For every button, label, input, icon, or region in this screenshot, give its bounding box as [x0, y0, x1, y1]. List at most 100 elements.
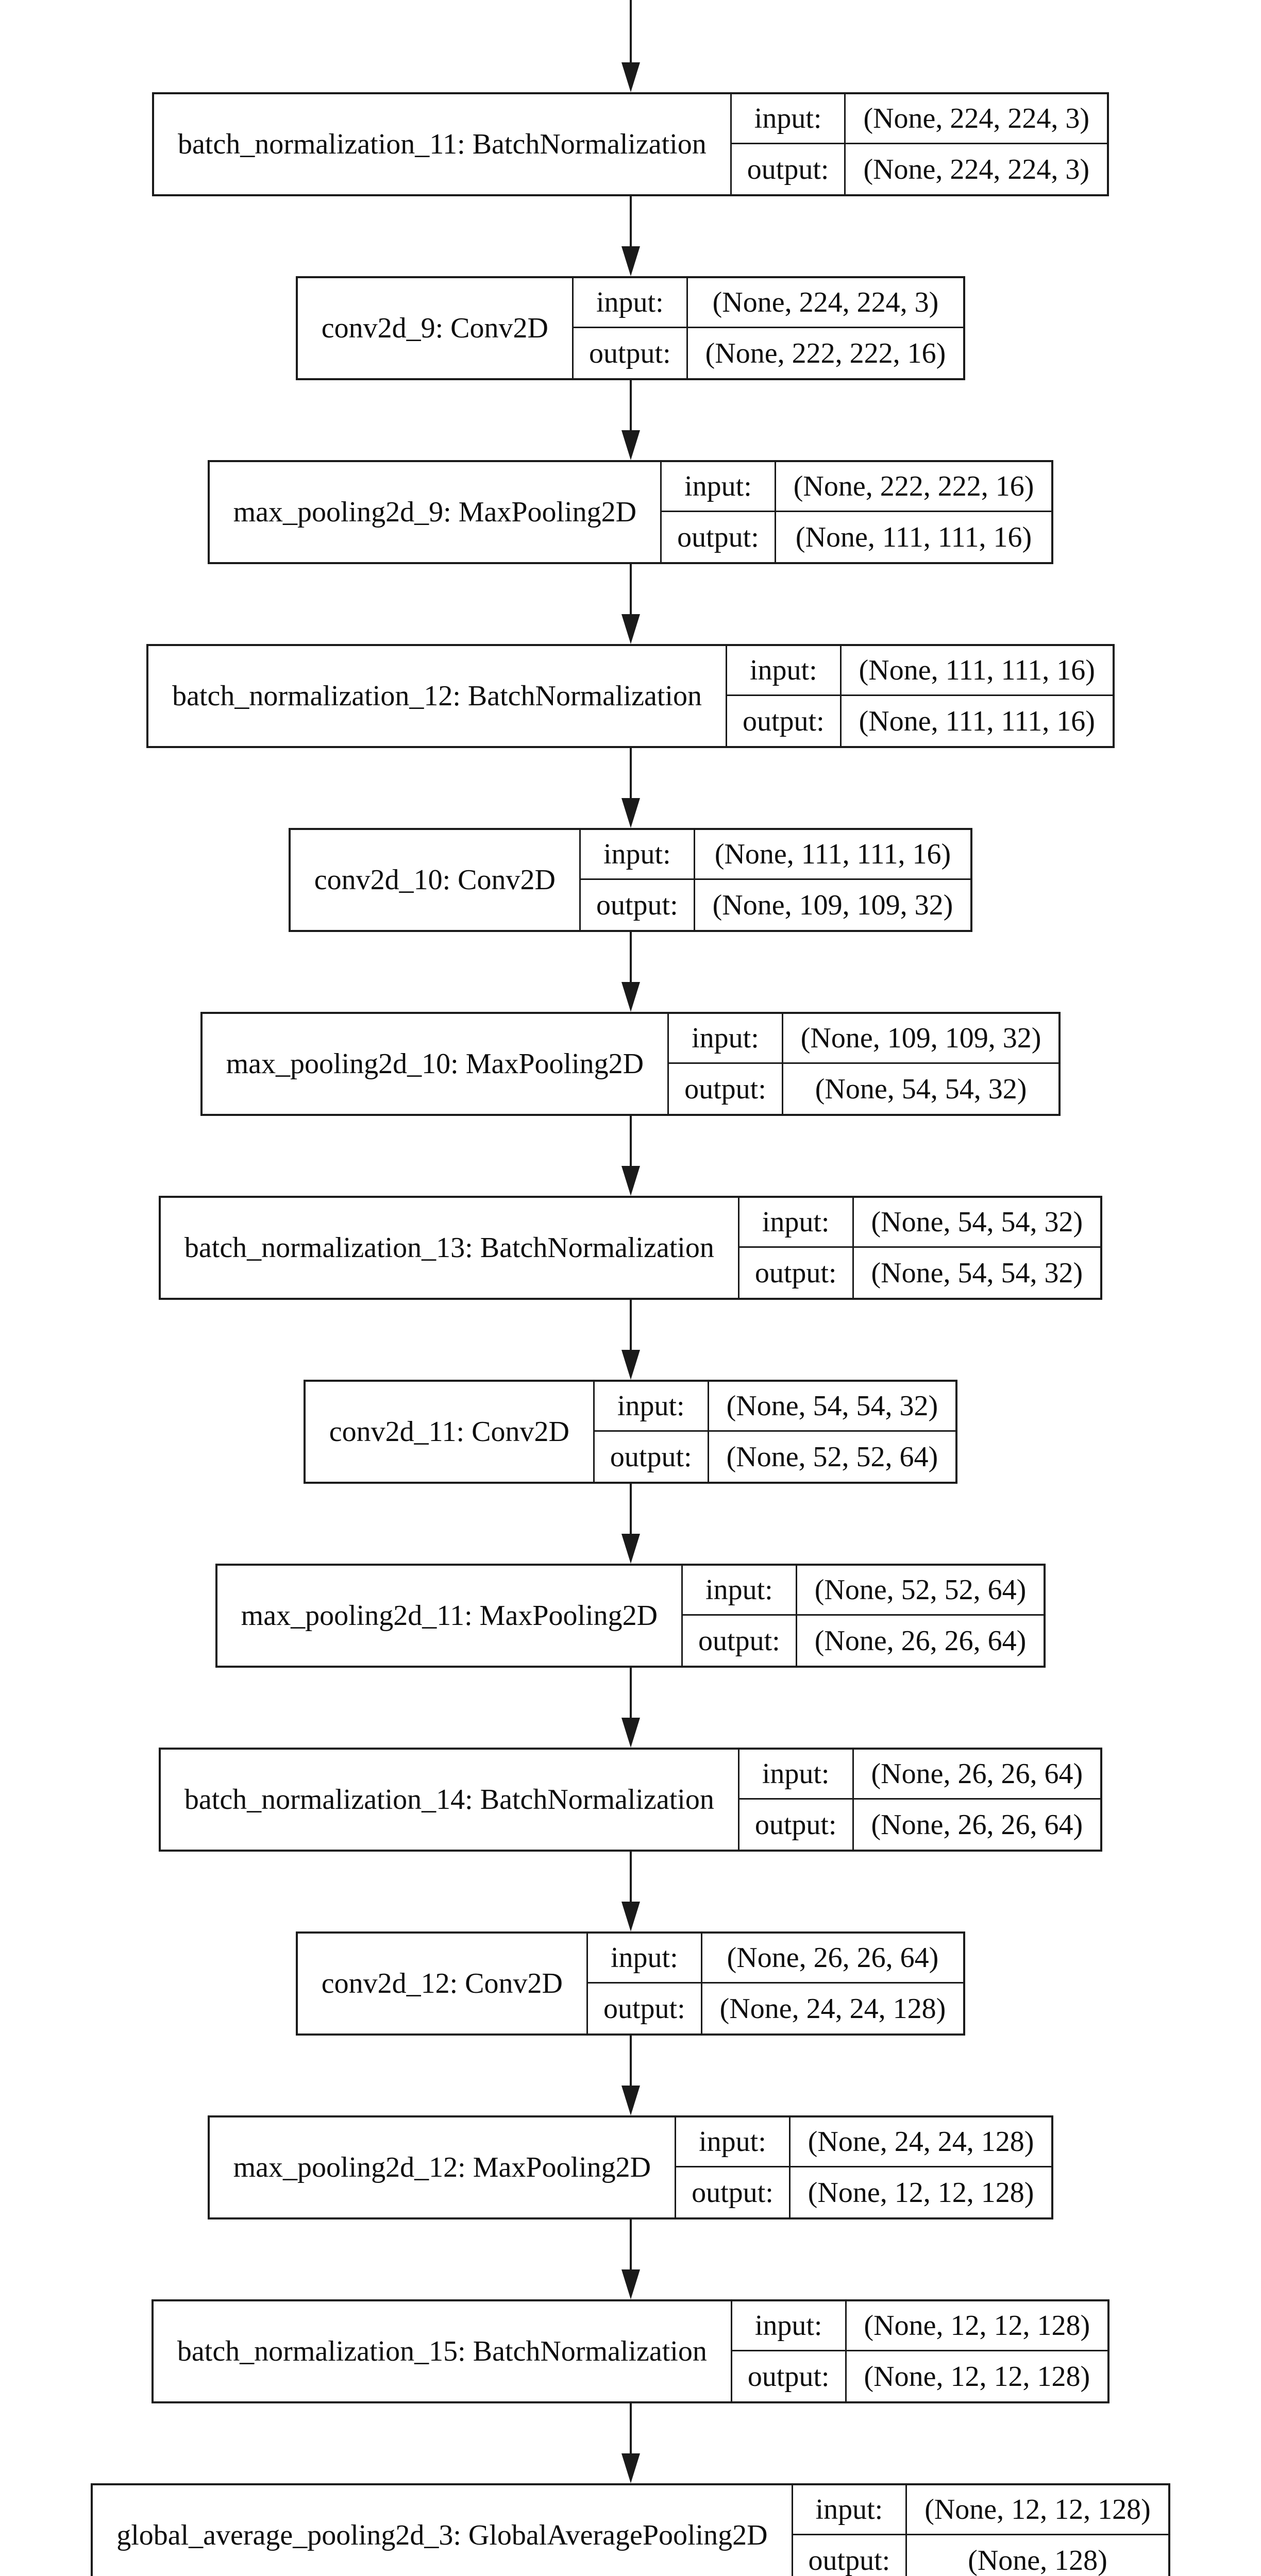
layer-box: global_average_pooling2d_3: GlobalAverag…	[91, 2483, 1170, 2576]
edge-line	[629, 1484, 632, 1534]
output-shape: (None, 26, 26, 64)	[814, 1624, 1027, 1657]
layer-name: batch_normalization_12: BatchNormalizati…	[148, 646, 727, 746]
output-shape: (None, 52, 52, 64)	[726, 1440, 938, 1473]
layer-name: global_average_pooling2d_3: GlobalAverag…	[93, 2485, 793, 2576]
layer-name: batch_normalization_15: BatchNormalizati…	[154, 2301, 732, 2401]
input-label: input:	[573, 278, 688, 328]
input-label: input:	[727, 646, 842, 696]
input-shape: (None, 54, 54, 32)	[709, 1382, 956, 1432]
layer-name: max_pooling2d_12: MaxPooling2D	[210, 2117, 677, 2217]
output-shape: (None, 222, 222, 16)	[705, 337, 946, 369]
input-shape: (None, 222, 222, 16)	[776, 462, 1052, 512]
arrowhead-down-icon	[621, 62, 640, 92]
output-shape: (None, 109, 109, 32)	[712, 889, 953, 921]
output-label: output:	[739, 1800, 854, 1850]
edge-connector	[621, 1668, 640, 1748]
input-shape: (None, 111, 111, 16)	[695, 830, 971, 880]
output-shape: (None, 111, 111, 16)	[795, 521, 1032, 553]
input-label: input:	[793, 2485, 907, 2535]
input-shape: (None, 26, 26, 64)	[702, 1934, 964, 1984]
arrowhead-down-icon	[621, 2269, 640, 2299]
layer-box: batch_normalization_15: BatchNormalizati…	[151, 2299, 1110, 2403]
input-label: input:	[739, 1198, 854, 1248]
input-shape: (None, 224, 224, 3)	[687, 278, 964, 328]
output-label: output:	[683, 1616, 797, 1666]
layer-name: conv2d_10: Conv2D	[291, 830, 581, 930]
edge-connector	[621, 2403, 640, 2483]
output-shape: (None, 12, 12, 128)	[864, 2360, 1090, 2393]
edge-line	[629, 2403, 632, 2453]
output-label: output:	[732, 2351, 847, 2401]
output-shape: (None, 224, 224, 3)	[863, 153, 1090, 185]
output-label: output:	[662, 512, 776, 562]
edge-connector	[621, 380, 640, 460]
arrowhead-down-icon	[621, 1718, 640, 1748]
input-shape: (None, 54, 54, 32)	[853, 1198, 1101, 1248]
edge-line	[629, 380, 632, 430]
input-label: input:	[662, 462, 776, 512]
input-shape: (None, 26, 26, 64)	[853, 1750, 1101, 1800]
edge-connector	[621, 196, 640, 276]
output-label: output:	[595, 1432, 709, 1482]
output-label: output:	[793, 2535, 907, 2576]
output-label: output:	[727, 696, 842, 746]
input-label: input:	[580, 830, 695, 880]
input-label: input:	[683, 1566, 797, 1616]
layer-box: batch_normalization_14: BatchNormalizati…	[158, 1748, 1103, 1852]
edge-connector	[621, 1484, 640, 1564]
input-label: input:	[732, 2301, 847, 2351]
input-shape: (None, 12, 12, 128)	[907, 2485, 1168, 2535]
input-label: input:	[731, 94, 846, 144]
edge-line	[629, 1668, 632, 1718]
edge-connector	[621, 0, 640, 92]
layer-name: max_pooling2d_11: MaxPooling2D	[217, 1566, 683, 1666]
edge-line	[629, 2036, 632, 2086]
output-label: output:	[581, 880, 695, 930]
edge-line	[629, 0, 632, 62]
edge-line	[629, 1116, 632, 1166]
edge-connector	[621, 932, 640, 1012]
layer-name: max_pooling2d_10: MaxPooling2D	[203, 1014, 669, 1114]
output-shape: (None, 54, 54, 32)	[871, 1257, 1083, 1289]
input-label: input:	[587, 1934, 702, 1984]
arrowhead-down-icon	[621, 1350, 640, 1380]
input-shape: (None, 224, 224, 3)	[846, 94, 1107, 144]
edge-line	[629, 748, 632, 798]
output-shape: (None, 111, 111, 16)	[859, 705, 1095, 737]
layer-name: max_pooling2d_9: MaxPooling2D	[210, 462, 662, 562]
arrowhead-down-icon	[621, 430, 640, 460]
output-label: output:	[739, 1248, 854, 1298]
arrowhead-down-icon	[621, 1902, 640, 1931]
input-shape: (None, 24, 24, 128)	[790, 2117, 1052, 2167]
arrowhead-down-icon	[621, 798, 640, 828]
edge-line	[629, 1852, 632, 1902]
edge-connector	[621, 1300, 640, 1380]
layer-box: batch_normalization_11: BatchNormalizati…	[152, 92, 1109, 196]
layer-name: batch_normalization_13: BatchNormalizati…	[161, 1198, 739, 1298]
input-shape: (None, 12, 12, 128)	[846, 2301, 1108, 2351]
arrowhead-down-icon	[621, 246, 640, 276]
input-label: input:	[594, 1382, 709, 1432]
layer-name: batch_normalization_11: BatchNormalizati…	[154, 94, 732, 194]
edge-line	[629, 564, 632, 614]
input-label: input:	[669, 1014, 783, 1064]
arrowhead-down-icon	[621, 1534, 640, 1564]
edge-connector	[621, 2036, 640, 2115]
edge-line	[629, 2219, 632, 2269]
arrowhead-down-icon	[621, 614, 640, 644]
layer-box: batch_normalization_13: BatchNormalizati…	[158, 1196, 1103, 1300]
edge-line	[629, 932, 632, 982]
layer-name: conv2d_12: Conv2D	[298, 1934, 588, 2033]
input-label: input:	[739, 1750, 854, 1800]
layer-box: batch_normalization_12: BatchNormalizati…	[146, 644, 1115, 748]
arrowhead-down-icon	[621, 982, 640, 1012]
edge-connector	[621, 1852, 640, 1931]
